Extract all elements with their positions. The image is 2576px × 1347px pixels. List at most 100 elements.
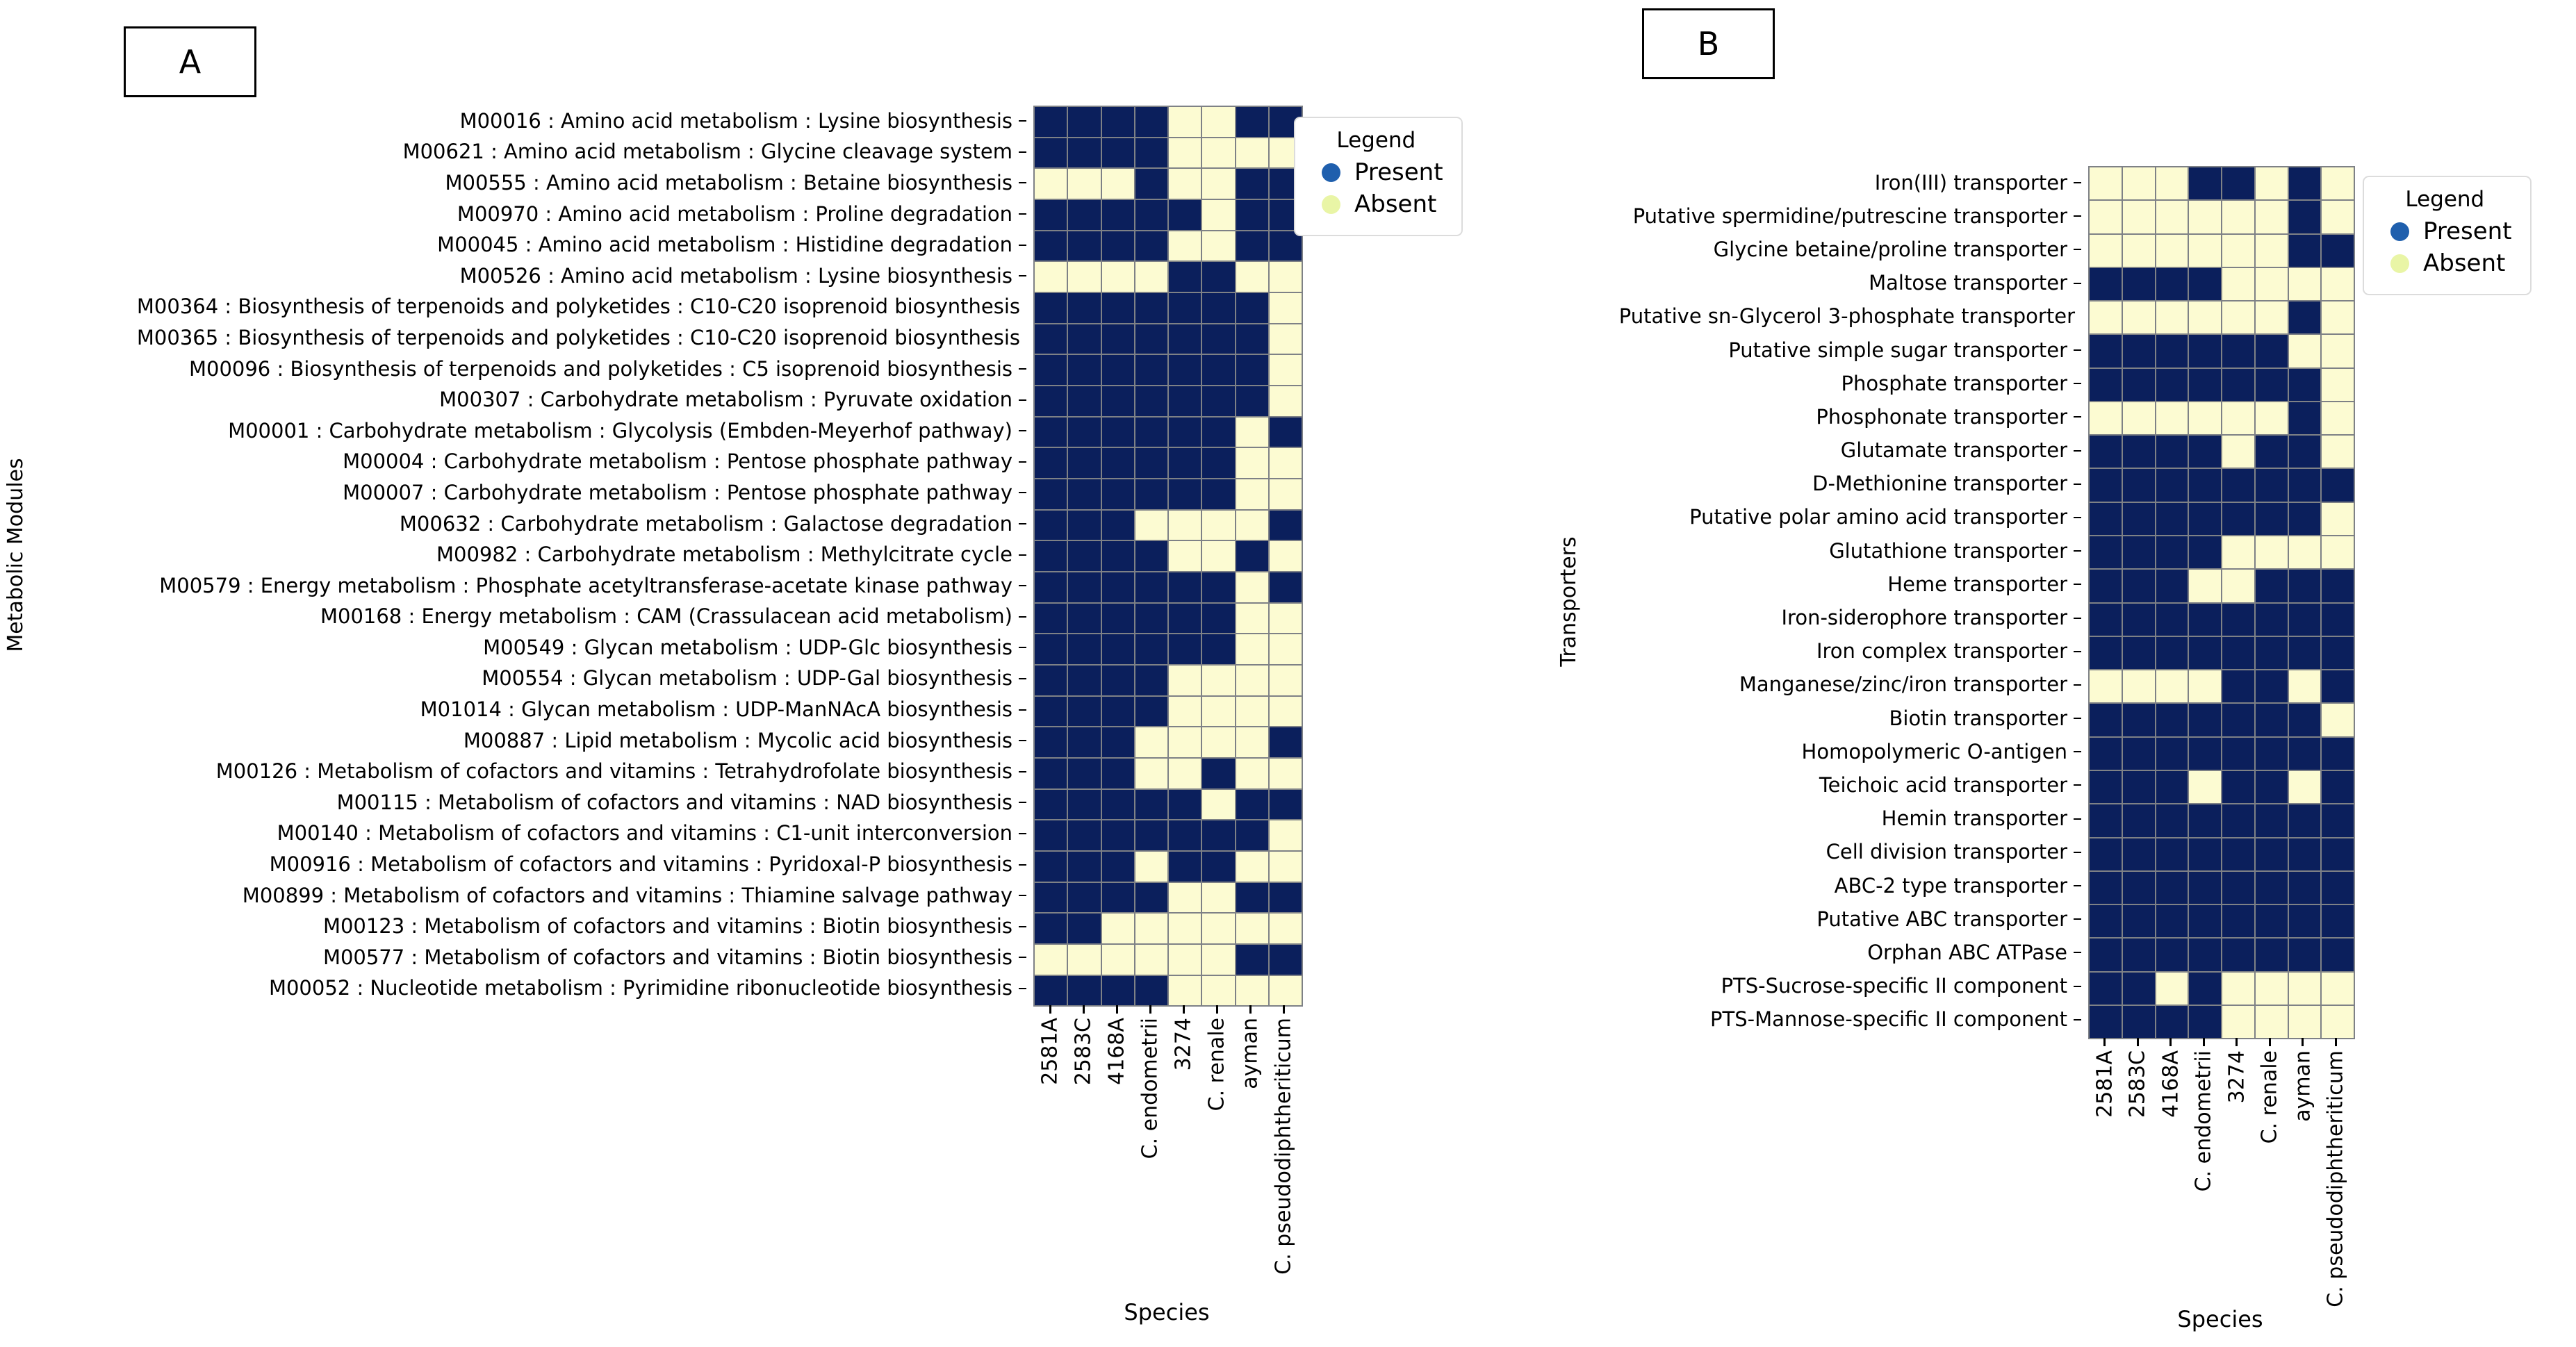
heatmap-cell	[1068, 386, 1101, 416]
x-axis-tick-label: 3274	[1167, 1018, 1200, 1247]
heatmap-cell	[1068, 975, 1101, 1006]
heatmap-cell	[1068, 169, 1101, 199]
row-label: Orphan ABC ATPase	[1630, 936, 2088, 969]
heatmap-cell	[2255, 469, 2288, 502]
row-label-text: M00365 : Biosynthesis of terpenoids and …	[136, 325, 1020, 349]
heatmap-cell	[1135, 852, 1167, 882]
heatmap-cell	[2156, 737, 2188, 770]
row-label: Hemin transporter	[1630, 802, 2088, 836]
heatmap-cell	[1202, 852, 1235, 882]
heatmap-cell	[2156, 234, 2188, 267]
legend-a: Legend Present Absent	[1294, 117, 1463, 236]
heatmap-cell	[2255, 536, 2288, 569]
x-axis-tick	[2088, 1038, 2122, 1048]
panel-label-b: B	[1642, 8, 1775, 79]
row-label: M00554 : Glycan metabolism : UDP-Gal bio…	[137, 663, 1033, 695]
row-label-text: M00126 : Metabolism of cofactors and vit…	[215, 759, 1012, 784]
heatmap-cell	[1035, 852, 1067, 882]
heatmap-cell	[2222, 267, 2254, 301]
heatmap-cell	[1101, 666, 1134, 695]
row-label: M00887 : Lipid metabolism : Mycolic acid…	[137, 725, 1033, 757]
heatmap-cell	[2189, 301, 2221, 334]
heatmap-cell	[1269, 603, 1302, 634]
heatmap-cell	[2288, 905, 2321, 938]
row-label-text: Putative polar amino acid transporter	[1689, 505, 2067, 529]
heatmap-cell	[1236, 603, 1268, 634]
heatmap-cell	[1068, 696, 1101, 727]
heatmap-cell	[2122, 804, 2155, 837]
heatmap-cell	[2222, 804, 2254, 837]
heatmap-cell	[1101, 262, 1134, 292]
legend-b: Legend Present Absent	[2363, 176, 2532, 295]
heatmap-cell	[1236, 572, 1268, 602]
x-axis-tick-label: C. pseudodiphtheriticum	[1267, 1018, 1300, 1275]
heatmap-cell	[1169, 200, 1201, 230]
row-label-text: PTS-Sucrose-specific II component	[1721, 974, 2067, 998]
heatmap-cell	[2122, 301, 2155, 334]
heatmap-cell	[2189, 636, 2221, 670]
x-axis-tick-label: 4168A	[1100, 1018, 1133, 1247]
row-label-text: Putative spermidine/putrescine transport…	[1632, 204, 2067, 228]
heatmap-cell	[1135, 231, 1167, 261]
heatmap-cell	[1169, 510, 1201, 540]
heatmap-cell	[1135, 262, 1167, 292]
x-axis-tick-label: C. pseudodiphtheriticum	[2320, 1050, 2353, 1307]
heatmap-cell	[2122, 704, 2155, 736]
heatmap-cell	[1035, 634, 1067, 665]
row-label-text: M00555 : Amino acid metabolism : Betaine…	[445, 170, 1012, 195]
row-label: Putative ABC transporter	[1630, 902, 2088, 936]
heatmap-cell	[1068, 479, 1101, 509]
row-label: M00052 : Nucleotide metabolism : Pyrimid…	[137, 973, 1033, 1005]
heatmap-cell	[2288, 603, 2321, 636]
heatmap-cell	[2288, 234, 2321, 267]
x-axis-tick-label: 4168A	[2154, 1050, 2188, 1280]
row-label-text: D-Methionine transporter	[1812, 472, 2067, 496]
heatmap-cell	[2288, 402, 2321, 435]
x-axis-tick	[1233, 1005, 1267, 1015]
row-label: M00916 : Metabolism of cofactors and vit…	[137, 849, 1033, 880]
heatmap-cell	[1236, 945, 1268, 975]
row-label: Cell division transporter	[1630, 836, 2088, 869]
row-label-text: PTS-Mannose-specific II component	[1710, 1007, 2067, 1032]
heatmap-cell	[2222, 570, 2254, 602]
heatmap-cell	[2122, 636, 2155, 670]
heatmap-cell	[2255, 737, 2288, 770]
row-label-text: M00970 : Amino acid metabolism : Proline…	[457, 201, 1012, 226]
row-label: M00982 : Carbohydrate metabolism : Methy…	[137, 539, 1033, 570]
heatmap-cell	[1068, 727, 1101, 758]
heatmap-cell	[1236, 448, 1268, 479]
heatmap-cell	[2090, 939, 2122, 971]
x-axis-tick-label-text: C. pseudodiphtheriticum	[1271, 1018, 1296, 1275]
row-label: Glycine betaine/proline transporter	[1630, 233, 2088, 266]
x-axis-tick	[2320, 1038, 2353, 1048]
heatmap-cell	[2122, 838, 2155, 870]
heatmap-cell	[2189, 536, 2221, 569]
heatmap-cell	[2288, 737, 2321, 770]
heatmap-cell	[2156, 201, 2188, 233]
heatmap-cell	[2189, 670, 2221, 703]
row-label-text: M00549 : Glycan metabolism : UDP-Glc bio…	[483, 635, 1012, 659]
heatmap-cell	[1169, 759, 1201, 788]
row-label: Putative sn-Glycerol 3-phosphate transpo…	[1619, 300, 2088, 333]
heatmap-cell	[1135, 696, 1167, 727]
heatmap-cell	[2222, 469, 2254, 502]
heatmap-cell	[2189, 402, 2221, 435]
row-label: M00621 : Amino acid metabolism : Glycine…	[137, 137, 1033, 168]
heatmap-cell	[2255, 770, 2288, 804]
row-label: M00526 : Amino acid metabolism : Lysine …	[137, 261, 1033, 292]
heatmap-cell	[1202, 510, 1235, 540]
legend-entry-absent-b: Absent	[2378, 249, 2512, 277]
x-axis-tick-label-text: 4168A	[2158, 1050, 2183, 1118]
heatmap-cell	[2322, 502, 2354, 536]
heatmap-cell	[2222, 536, 2254, 569]
heatmap-cell	[2189, 335, 2221, 367]
heatmap-cell	[1101, 820, 1134, 851]
heatmap-cell	[2189, 838, 2221, 870]
heatmap-cell	[2090, 167, 2122, 200]
heatmap-cell	[2122, 267, 2155, 301]
heatmap-cell	[1269, 975, 1302, 1006]
heatmap-cell	[1135, 169, 1167, 199]
heatmap-cell	[1236, 696, 1268, 727]
heatmap-cell	[1035, 324, 1067, 354]
heatmap-cell	[2255, 570, 2288, 602]
